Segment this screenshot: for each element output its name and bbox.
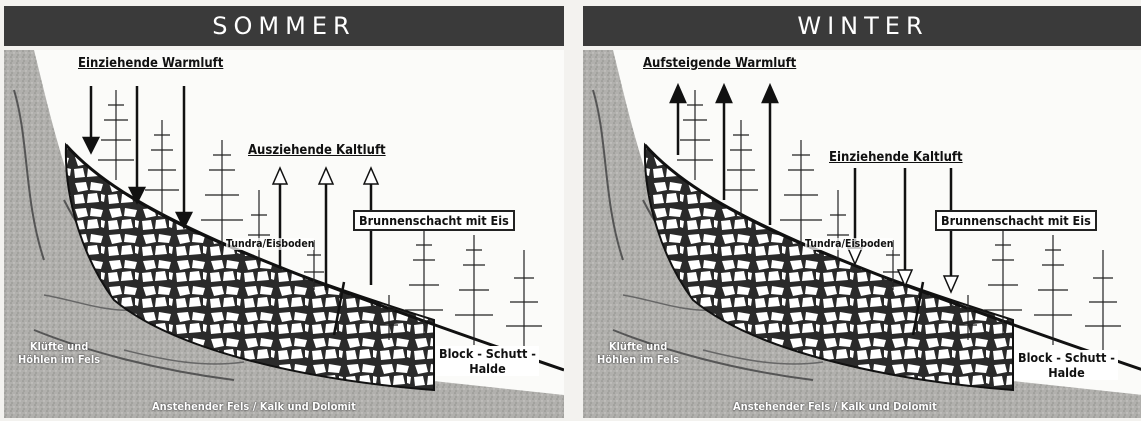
scree-label: Block - Schutt - Halde: [1015, 350, 1118, 380]
scree-label-line-2: Halde: [439, 361, 536, 376]
well-shaft-label: Brunnenschacht mit Eis: [353, 210, 515, 231]
cold-air-label: Einziehende Kaltluft: [829, 150, 963, 165]
caves-label-line-1: Klüfte und: [597, 340, 679, 353]
panel-winter: WINTER: [583, 6, 1141, 418]
tundra-label: Tundra/Eisboden: [226, 238, 314, 250]
caves-label: Klüfte und Höhlen im Fels: [597, 340, 679, 366]
scree-label: Block - Schutt - Halde: [436, 346, 539, 376]
scree-label-line-1: Block - Schutt -: [1018, 350, 1115, 365]
panel-title: SOMMER: [212, 12, 355, 40]
panel-summer: SOMMER: [4, 6, 564, 418]
panel-header-summer: SOMMER: [4, 6, 564, 46]
warm-air-label: Einziehende Warmluft: [78, 56, 223, 71]
cold-air-label: Ausziehende Kaltluft: [248, 143, 386, 158]
scene-winter: Aufsteigende Warmluft Einziehende Kaltlu…: [583, 50, 1141, 418]
warm-air-label: Aufsteigende Warmluft: [643, 56, 796, 71]
scree-label-line-2: Halde: [1018, 365, 1115, 380]
well-shaft-label: Brunnenschacht mit Eis: [935, 210, 1097, 231]
tundra-label: Tundra/Eisboden: [805, 238, 893, 250]
scree-label-line-1: Block - Schutt -: [439, 346, 536, 361]
panel-header-winter: WINTER: [583, 6, 1141, 46]
bedrock-label: Anstehender Fels / Kalk und Dolomit: [152, 400, 356, 413]
caves-label-line-1: Klüfte und: [18, 340, 100, 353]
scene-summer: Einziehende Warmluft Ausziehende Kaltluf…: [4, 50, 564, 418]
caves-label-line-2: Höhlen im Fels: [18, 353, 100, 366]
panel-title: WINTER: [797, 12, 928, 40]
bedrock-label: Anstehender Fels / Kalk und Dolomit: [733, 400, 937, 413]
caves-label-line-2: Höhlen im Fels: [597, 353, 679, 366]
caves-label: Klüfte und Höhlen im Fels: [18, 340, 100, 366]
